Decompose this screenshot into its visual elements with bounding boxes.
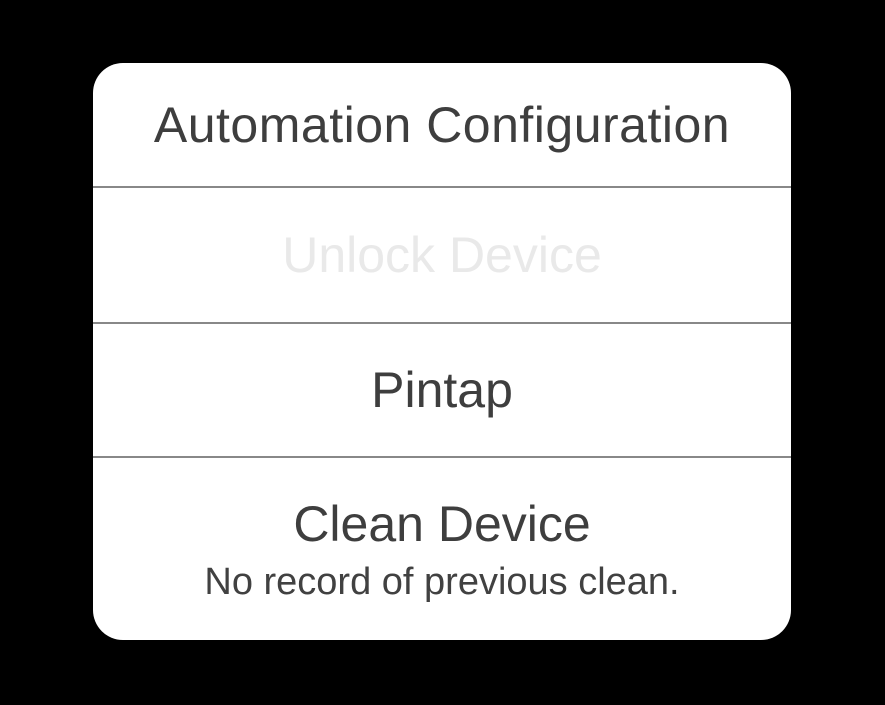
clean-device-button[interactable]: Clean Device No record of previous clean… xyxy=(93,456,791,640)
dialog-title: Automation Configuration xyxy=(153,96,731,153)
dialog-header: Automation Configuration xyxy=(93,63,791,186)
unlock-device-label: Unlock Device xyxy=(282,227,602,283)
pintap-label: Pintap xyxy=(371,362,513,418)
clean-device-status: No record of previous clean. xyxy=(204,560,680,603)
pintap-button[interactable]: Pintap xyxy=(93,322,791,456)
clean-device-label: Clean Device xyxy=(293,495,591,552)
automation-configuration-dialog: Automation Configuration Unlock Device P… xyxy=(93,63,791,640)
unlock-device-button[interactable]: Unlock Device xyxy=(93,186,791,322)
